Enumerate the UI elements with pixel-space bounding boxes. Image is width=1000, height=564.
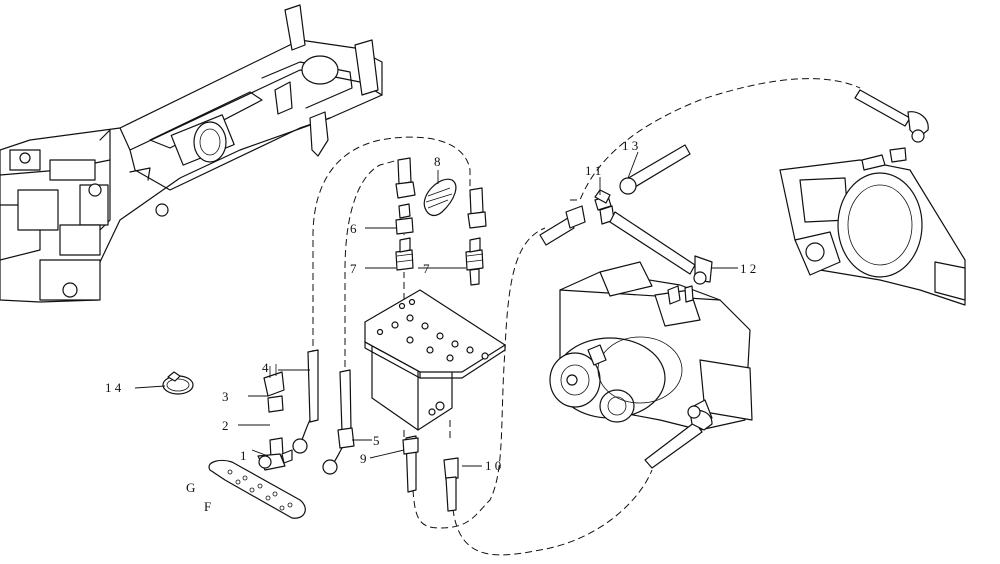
callout-G: G [186, 480, 195, 495]
callout-6: 6 [350, 221, 357, 236]
valve-block [364, 289, 506, 431]
callout-7-left: 7 [350, 261, 357, 276]
hoses [539, 89, 929, 469]
leader-lines [134, 151, 738, 467]
callout-14: 1 4 [105, 380, 122, 395]
callout-12: 1 2 [740, 261, 756, 276]
frame-assembly [0, 4, 383, 303]
callout-13: 1 3 [622, 138, 638, 153]
callout-1: 1 [240, 448, 247, 463]
callout-labels: 1 2 3 4 5 6 7 7 8 9 1 0 1 1 1 2 1 3 1 4 … [105, 138, 756, 514]
callout-F: F [204, 499, 211, 514]
fittings [162, 157, 487, 519]
front-axle [549, 261, 753, 431]
spring-part [423, 178, 457, 217]
callout-2: 2 [222, 418, 229, 433]
callout-10: 1 0 [485, 458, 501, 473]
bracket-holes [376, 298, 489, 362]
callout-3: 3 [222, 389, 229, 404]
callout-9: 9 [360, 451, 367, 466]
callout-8: 8 [434, 154, 441, 169]
rear-axle [779, 147, 966, 306]
gasket-plate [208, 459, 306, 519]
callout-4: 4 [262, 360, 269, 375]
callout-5: 5 [373, 433, 380, 448]
callout-11: 1 1 [585, 163, 601, 178]
clamp-part [162, 371, 194, 395]
callout-7-right: 7 [423, 261, 430, 276]
